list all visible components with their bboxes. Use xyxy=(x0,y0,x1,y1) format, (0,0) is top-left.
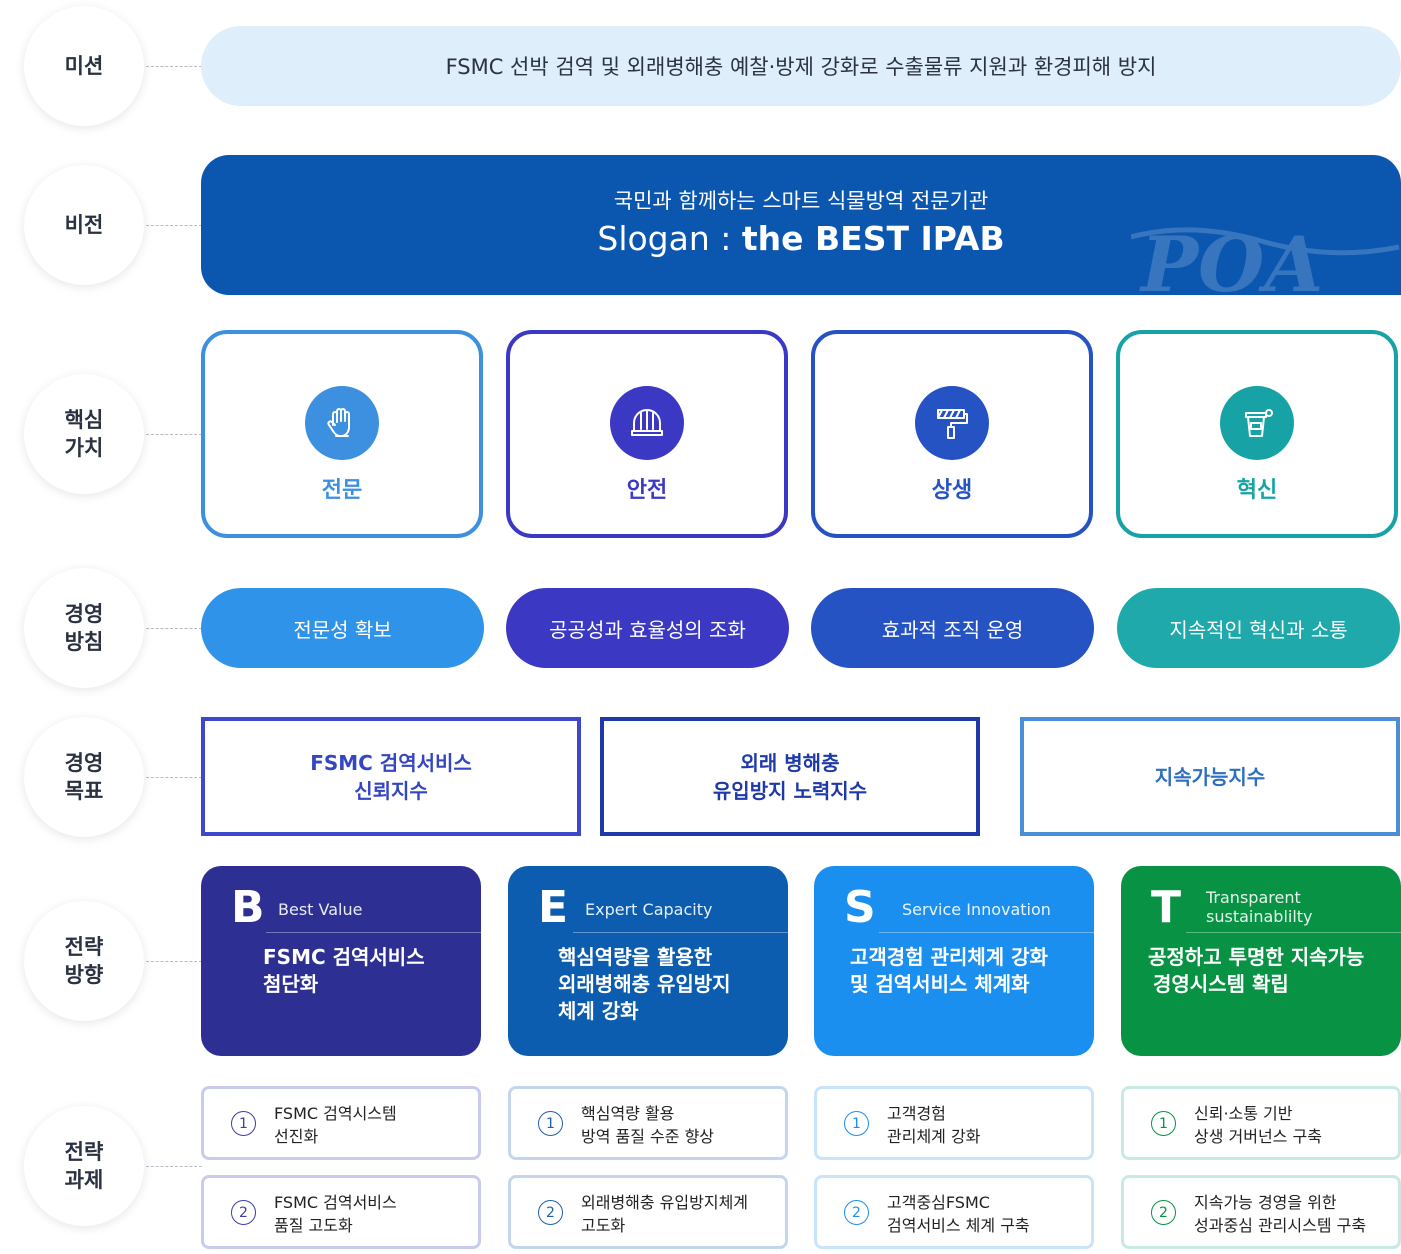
connector-line xyxy=(146,628,202,629)
slogan-main: the BEST IPAB xyxy=(741,219,1005,258)
connector-line xyxy=(146,225,202,226)
vision-banner: 국민과 함께하는 스마트 식물방역 전문기관 Slogan : the BEST… xyxy=(201,155,1401,295)
strategy-letter: S xyxy=(844,882,876,933)
core-value-label: 안전 xyxy=(626,478,668,503)
poa-watermark-text: POA xyxy=(1139,225,1323,295)
slogan-prefix: Slogan : xyxy=(597,219,732,258)
row-label-vision: 비전 xyxy=(24,165,144,285)
core-value-card-coexistence: 상생 xyxy=(811,330,1093,538)
task-number-badge: 1 xyxy=(538,1111,563,1136)
gloves-icon xyxy=(305,386,379,460)
strategy-english-title: Best Value xyxy=(278,900,363,919)
core-value-card-safety: 안전 xyxy=(506,330,788,538)
poa-watermark-logo: POA xyxy=(1131,225,1400,295)
policy-label: 전문성 확보 xyxy=(293,617,392,642)
policy-label: 지속적인 혁신과 소통 xyxy=(1169,617,1348,642)
task-number-badge: 1 xyxy=(1151,1111,1176,1136)
task-number-badge: 2 xyxy=(844,1200,869,1225)
core-value-label: 전문 xyxy=(321,478,363,503)
connector-line xyxy=(146,1166,202,1167)
management-goal-box: 지속가능지수 xyxy=(1020,717,1400,836)
management-goal-box: 외래 병해충 유입방지 노력지수 xyxy=(600,717,980,836)
core-value-label: 상생 xyxy=(931,478,973,503)
connector-line xyxy=(146,434,202,435)
paint-roller-icon xyxy=(915,386,989,460)
connector-line xyxy=(146,66,202,67)
management-goal-box: FSMC 검역서비스 신뢰지수 xyxy=(201,717,581,836)
slogan: Slogan : the BEST IPAB xyxy=(201,219,1401,258)
task-number-badge: 1 xyxy=(231,1111,256,1136)
bucket-icon xyxy=(1220,386,1294,460)
task-number-badge: 1 xyxy=(844,1111,869,1136)
strategy-english-title: Service Innovation xyxy=(902,900,1051,919)
policy-pill: 효과적 조직 운영 xyxy=(811,588,1094,668)
divider xyxy=(573,932,788,933)
core-value-card-innovation: 혁신 xyxy=(1116,330,1398,538)
divider xyxy=(879,932,1094,933)
task-number-badge: 2 xyxy=(1151,1200,1176,1225)
core-value-label: 혁신 xyxy=(1236,478,1278,503)
policy-label: 효과적 조직 운영 xyxy=(881,617,1024,642)
vision-text: 국민과 함께하는 스마트 식물방역 전문기관 xyxy=(613,189,989,213)
policy-label: 공공성과 효율성의 조화 xyxy=(549,617,746,642)
row-label-mission: 미션 xyxy=(24,6,144,126)
task-number-badge: 2 xyxy=(538,1200,563,1225)
strategy-letter: B xyxy=(231,882,265,933)
divider xyxy=(266,932,481,933)
connector-line xyxy=(146,961,202,962)
goal-text-line: FSMC 검역서비스 xyxy=(310,750,472,775)
task-number-badge: 2 xyxy=(231,1200,256,1225)
strategy-letter: T xyxy=(1151,882,1182,933)
mission-text: FSMC 선박 검역 및 외래병해충 예찰·방제 강화로 수출물류 지원과 환경… xyxy=(445,55,1157,79)
policy-pill: 전문성 확보 xyxy=(201,588,484,668)
policy-pill: 지속적인 혁신과 소통 xyxy=(1117,588,1400,668)
connector-line xyxy=(146,777,202,778)
core-value-card-expertise: 전문 xyxy=(201,330,483,538)
helmet-icon xyxy=(610,386,684,460)
goal-text-line: 유입방지 노력지수 xyxy=(712,778,868,803)
strategy-letter: E xyxy=(538,882,569,933)
divider xyxy=(1186,932,1401,933)
goal-text-line: 지속가능지수 xyxy=(1154,764,1266,789)
mission-banner: FSMC 선박 검역 및 외래병해충 예찰·방제 강화로 수출물류 지원과 환경… xyxy=(201,26,1401,106)
policy-pill: 공공성과 효율성의 조화 xyxy=(506,588,789,668)
goal-text-line: 외래 병해충 xyxy=(740,750,840,775)
strategy-english-title: Expert Capacity xyxy=(585,900,713,919)
goal-text-line: 신뢰지수 xyxy=(354,778,428,803)
